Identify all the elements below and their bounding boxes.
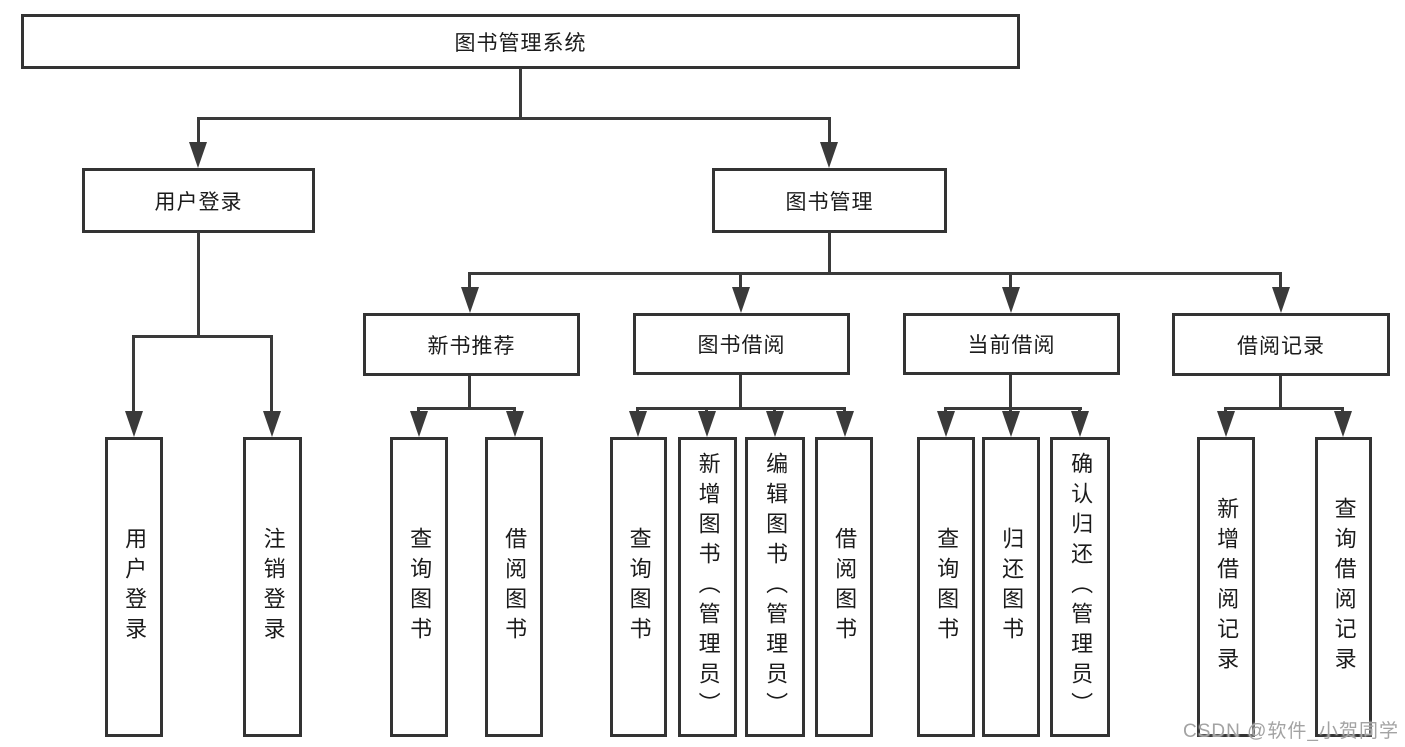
leaf-bb-borrow-book: 借阅图书 — [815, 437, 873, 737]
connector-hline — [944, 407, 1082, 410]
leaf-nb-borrow-book-label: 借阅图书 — [502, 527, 528, 647]
down-arrow-icon — [189, 142, 207, 168]
down-arrow-icon — [263, 411, 281, 437]
connector-vline — [468, 272, 471, 292]
connector-vline — [1009, 272, 1012, 292]
down-arrow-icon — [937, 411, 955, 437]
node-borrow-record: 借阅记录 — [1172, 313, 1390, 376]
leaf-nb-query-book-label: 查询图书 — [407, 527, 433, 647]
node-new-book-recommend: 新书推荐 — [363, 313, 580, 376]
node-book-borrow: 图书借阅 — [633, 313, 850, 375]
connector-vline — [197, 232, 200, 335]
connector-vline — [1279, 272, 1282, 292]
connector-hline — [197, 117, 831, 120]
connector-vline — [828, 232, 831, 275]
connector-vline — [132, 335, 135, 413]
down-arrow-icon — [698, 411, 716, 437]
node-user-login-label: 用户登录 — [154, 190, 243, 214]
leaf-bb-edit-book-admin-label: 编辑图书（管理员） — [763, 452, 789, 722]
node-new-book-recommend-label: 新书推荐 — [427, 334, 516, 358]
down-arrow-icon — [1002, 287, 1020, 313]
leaf-br-add-borrow-record: 新增借阅记录 — [1197, 437, 1255, 737]
leaf-nb-query-book: 查询图书 — [390, 437, 448, 737]
node-book-management: 图书管理 — [712, 168, 947, 233]
connector-vline — [468, 376, 471, 407]
connector-hline — [1224, 407, 1344, 410]
leaf-cb-confirm-return-admin: 确认归还（管理员） — [1050, 437, 1110, 737]
leaf-bb-edit-book-admin: 编辑图书（管理员） — [745, 437, 805, 737]
down-arrow-icon — [836, 411, 854, 437]
leaf-br-query-borrow-record-label: 查询借阅记录 — [1331, 497, 1357, 677]
leaf-cb-confirm-return-admin-label: 确认归还（管理员） — [1068, 452, 1094, 722]
connector-hline — [468, 272, 1282, 275]
leaf-logout-login-label: 注销登录 — [260, 527, 286, 647]
node-user-login: 用户登录 — [82, 168, 315, 233]
leaf-cb-return-book: 归还图书 — [982, 437, 1040, 737]
leaf-bb-add-book-admin: 新增图书（管理员） — [678, 437, 737, 737]
node-root: 图书管理系统 — [21, 14, 1020, 69]
down-arrow-icon — [506, 411, 524, 437]
down-arrow-icon — [1334, 411, 1352, 437]
connector-vline — [828, 117, 831, 144]
down-arrow-icon — [732, 287, 750, 313]
node-book-management-label: 图书管理 — [785, 190, 874, 214]
node-current-borrow-label: 当前借阅 — [967, 334, 1056, 357]
down-arrow-icon — [820, 142, 838, 168]
leaf-user-login: 用户登录 — [105, 437, 163, 737]
down-arrow-icon — [1002, 411, 1020, 437]
leaf-bb-borrow-book-label: 借阅图书 — [832, 527, 858, 647]
leaf-bb-query-book-label: 查询图书 — [626, 527, 652, 647]
node-current-borrow: 当前借阅 — [903, 313, 1120, 375]
connector-vline — [519, 68, 522, 117]
node-book-borrow-label: 图书借阅 — [697, 334, 786, 357]
leaf-br-add-borrow-record-label: 新增借阅记录 — [1214, 497, 1240, 677]
leaf-logout-login: 注销登录 — [243, 437, 302, 737]
csdn-watermark: CSDN @软件_小贺同学 — [1183, 721, 1399, 742]
down-arrow-icon — [461, 287, 479, 313]
node-borrow-record-label: 借阅记录 — [1237, 334, 1325, 358]
connector-hline — [636, 407, 846, 410]
connector-hline — [132, 335, 273, 338]
connector-vline — [270, 335, 273, 413]
leaf-cb-query-book: 查询图书 — [917, 437, 975, 737]
leaf-bb-query-book: 查询图书 — [610, 437, 667, 737]
down-arrow-icon — [766, 411, 784, 437]
down-arrow-icon — [629, 411, 647, 437]
leaf-cb-return-book-label: 归还图书 — [999, 527, 1025, 647]
connector-vline — [739, 272, 742, 292]
leaf-br-query-borrow-record: 查询借阅记录 — [1315, 437, 1372, 737]
connector-vline — [739, 375, 742, 407]
down-arrow-icon — [1272, 287, 1290, 313]
leaf-user-login-label: 用户登录 — [122, 527, 148, 647]
leaf-cb-query-book-label: 查询图书 — [934, 527, 960, 647]
down-arrow-icon — [125, 411, 143, 437]
down-arrow-icon — [410, 411, 428, 437]
connector-vline — [1279, 376, 1282, 407]
down-arrow-icon — [1217, 411, 1235, 437]
connector-hline — [417, 407, 516, 410]
node-root-label: 图书管理系统 — [454, 31, 587, 55]
connector-vline — [1009, 375, 1012, 407]
down-arrow-icon — [1071, 411, 1089, 437]
connector-vline — [197, 117, 200, 144]
leaf-nb-borrow-book: 借阅图书 — [485, 437, 543, 737]
leaf-bb-add-book-admin-label: 新增图书（管理员） — [695, 452, 721, 722]
